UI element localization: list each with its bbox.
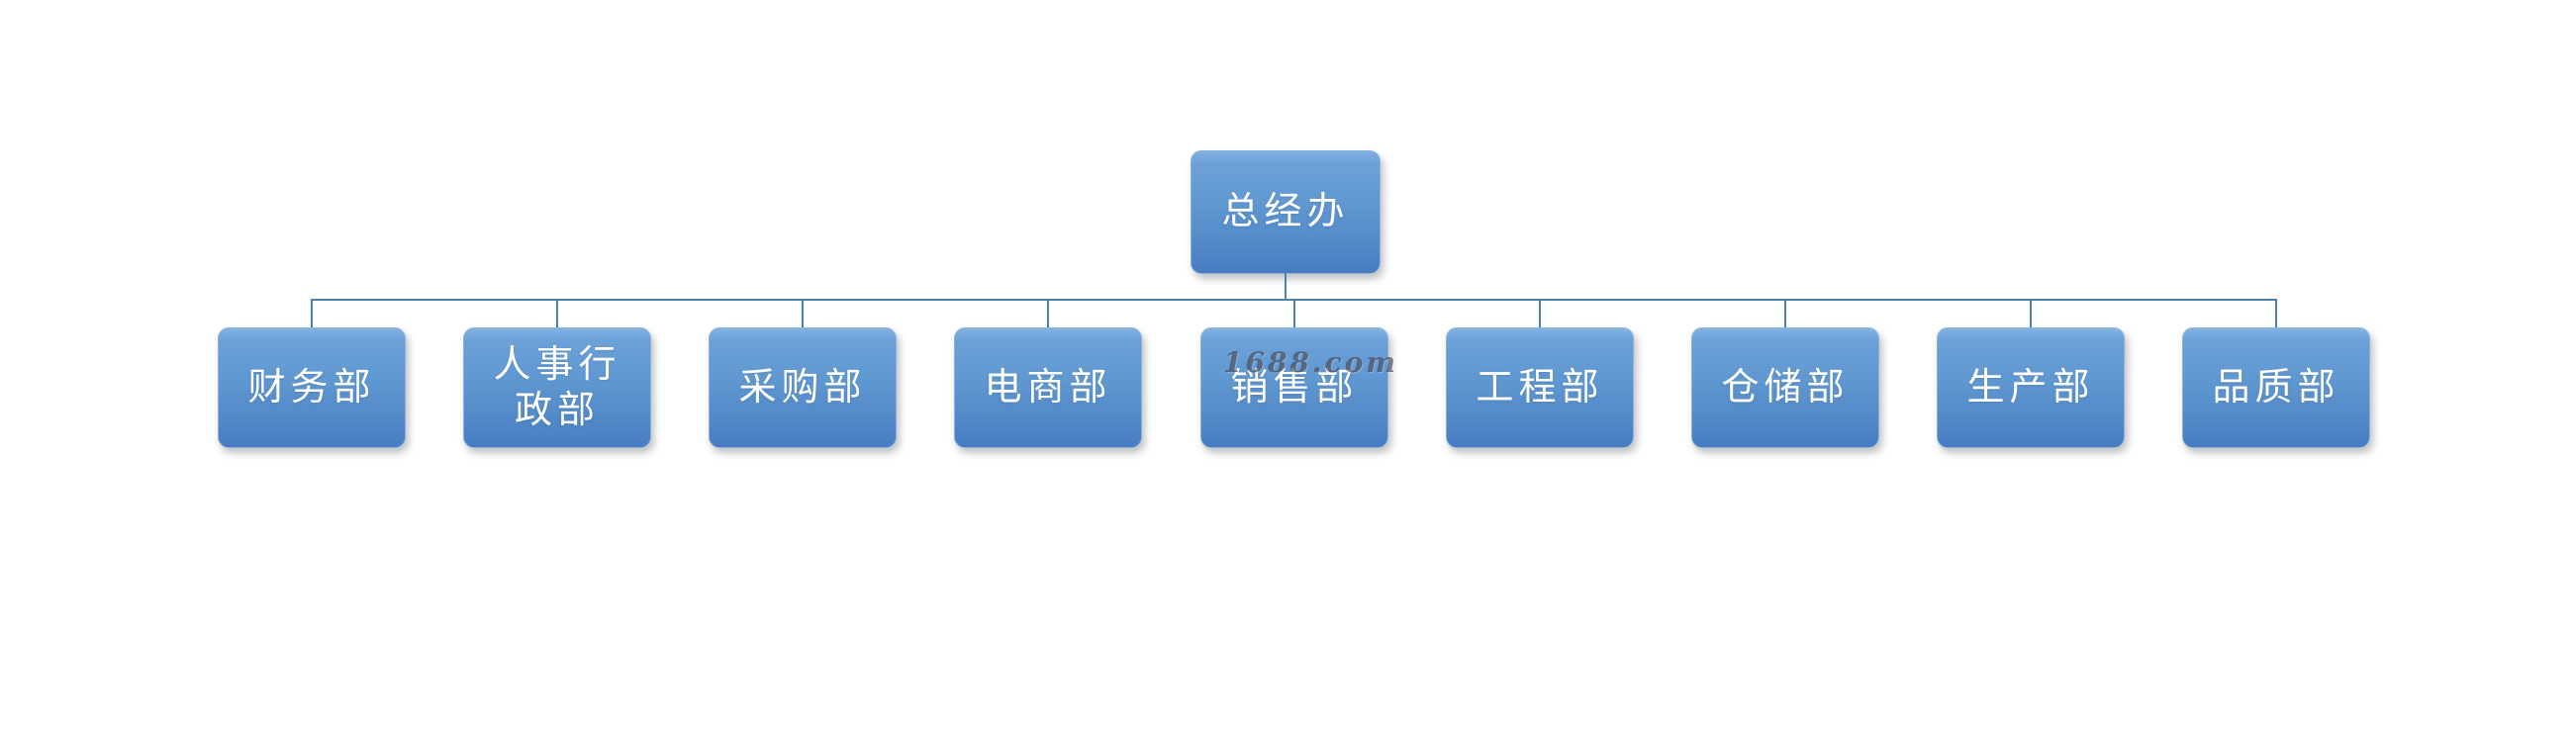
org-node-department-warehouse[interactable]: 仓储部 bbox=[1691, 327, 1879, 448]
connector-drop bbox=[311, 300, 313, 328]
connector-drop bbox=[1784, 300, 1786, 328]
org-node-label: 销售部 bbox=[1230, 366, 1359, 409]
connector-drop bbox=[2030, 300, 2032, 328]
org-node-label: 生产部 bbox=[1966, 366, 2095, 409]
org-node-department-finance[interactable]: 财务部 bbox=[218, 327, 406, 448]
connector-drop bbox=[1293, 300, 1295, 328]
org-node-department-engineering[interactable]: 工程部 bbox=[1446, 327, 1634, 448]
org-node-label: 电商部 bbox=[984, 366, 1112, 409]
org-node-department-sales[interactable]: 销售部 bbox=[1200, 327, 1388, 448]
org-node-label: 品质部 bbox=[2212, 366, 2340, 409]
org-node-root[interactable]: 总经办 bbox=[1191, 150, 1381, 274]
connector-drop bbox=[802, 300, 804, 328]
org-node-label: 采购部 bbox=[738, 366, 867, 409]
org-node-department-hr-admin[interactable]: 人事行政部 bbox=[463, 327, 651, 448]
org-node-department-quality[interactable]: 品质部 bbox=[2182, 327, 2370, 448]
connector-drop bbox=[1539, 300, 1541, 328]
connector-drop bbox=[2275, 300, 2277, 328]
org-node-label: 仓储部 bbox=[1721, 366, 1850, 409]
org-node-department-purchasing[interactable]: 采购部 bbox=[709, 327, 897, 448]
org-node-department-ecommerce[interactable]: 电商部 bbox=[954, 327, 1142, 448]
connector-drop bbox=[556, 300, 558, 328]
org-node-label: 工程部 bbox=[1476, 366, 1604, 409]
org-node-label: 人事行政部 bbox=[493, 343, 621, 431]
connector-root-stem bbox=[1285, 273, 1287, 300]
org-node-department-production[interactable]: 生产部 bbox=[1937, 327, 2125, 448]
connector-drop bbox=[1047, 300, 1049, 328]
org-node-label: 总经办 bbox=[1221, 191, 1350, 233]
org-node-label: 财务部 bbox=[247, 366, 376, 409]
